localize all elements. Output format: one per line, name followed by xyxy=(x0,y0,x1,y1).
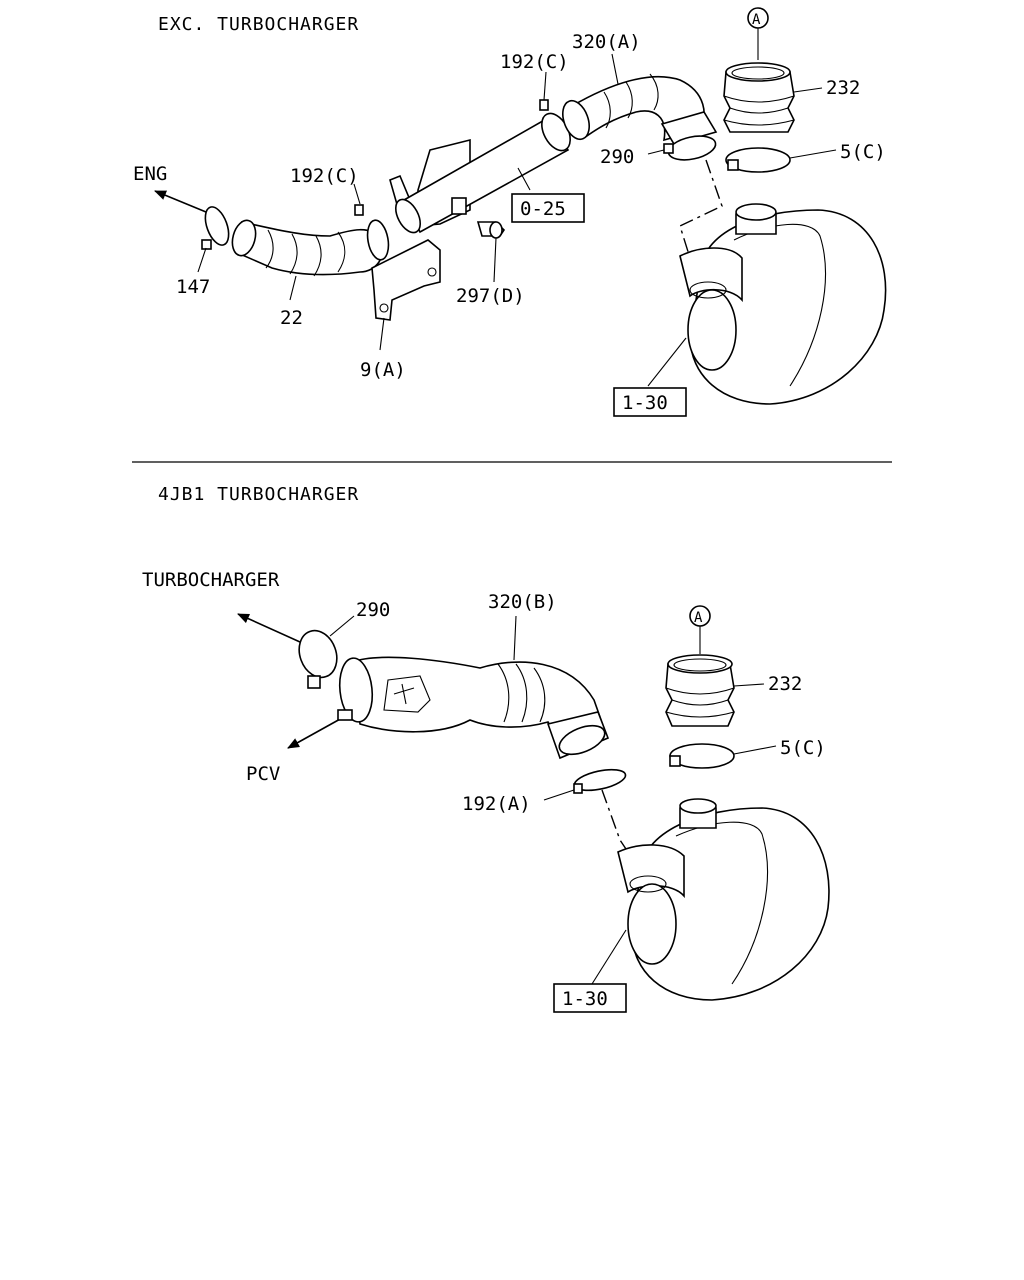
label-320a: 320(A) xyxy=(572,31,641,53)
label-circle-a-top: A xyxy=(752,12,761,28)
part-290-clamp-bottom xyxy=(298,629,338,689)
label-290-top: 290 xyxy=(600,146,634,168)
part-5c-clamp-bottom xyxy=(669,743,735,769)
label-192c-left: 192(C) xyxy=(290,165,359,187)
part-1-30-air-cleaner xyxy=(679,203,887,405)
section-title-4jb1-turbo: 4JB1 TURBOCHARGER xyxy=(158,484,359,505)
label-eng: ENG xyxy=(133,163,167,185)
part-297d-bolt xyxy=(476,221,506,239)
label-22: 22 xyxy=(280,307,303,329)
label-0-25: 0-25 xyxy=(520,198,566,220)
label-circle-a-bottom: A xyxy=(694,610,703,626)
label-9a: 9(A) xyxy=(360,359,406,381)
label-232-top: 232 xyxy=(826,77,860,99)
part-232-boot xyxy=(723,62,795,133)
label-320b: 320(B) xyxy=(488,591,557,613)
part-192c-top-clamp xyxy=(539,99,549,111)
label-1-30-top: 1-30 xyxy=(622,392,668,414)
eng-arrow xyxy=(154,190,207,213)
section-top: EXC. TURBOCHARGER ENG 147 22 192(C) xyxy=(133,7,887,417)
label-pcv: PCV xyxy=(246,763,280,785)
label-5c-bottom: 5(C) xyxy=(780,737,826,759)
part-9a-bracket xyxy=(371,239,441,321)
part-232-boot-bottom xyxy=(665,654,735,727)
label-290-bottom: 290 xyxy=(356,599,390,621)
label-192c-top: 192(C) xyxy=(500,51,569,73)
turbocharger-arrow xyxy=(237,613,301,643)
part-192c-left-clamp xyxy=(354,204,364,216)
part-147-clamp xyxy=(201,206,230,250)
label-turbocharger: TURBOCHARGER xyxy=(142,569,280,591)
label-147: 147 xyxy=(176,276,210,298)
part-192a-clamp xyxy=(573,768,627,794)
part-1-30-air-cleaner-bottom xyxy=(617,798,830,1001)
label-5c-top: 5(C) xyxy=(840,141,886,163)
part-22-hose xyxy=(231,219,390,277)
label-232-bottom: 232 xyxy=(768,673,802,695)
pcv-arrow xyxy=(287,717,343,749)
section-bottom: 4JB1 TURBOCHARGER TURBOCHARGER 290 PCV xyxy=(142,484,830,1013)
label-297d: 297(D) xyxy=(456,285,525,307)
part-5c-clamp xyxy=(725,147,791,173)
part-290-clamp xyxy=(663,135,717,161)
part-0-25-pipe xyxy=(389,112,571,234)
label-192a: 192(A) xyxy=(462,793,531,815)
label-1-30-bottom: 1-30 xyxy=(562,988,608,1010)
section-title-exc-turbo: EXC. TURBOCHARGER xyxy=(158,14,359,35)
part-320a-hose xyxy=(562,73,718,145)
part-320b-duct xyxy=(337,656,610,760)
